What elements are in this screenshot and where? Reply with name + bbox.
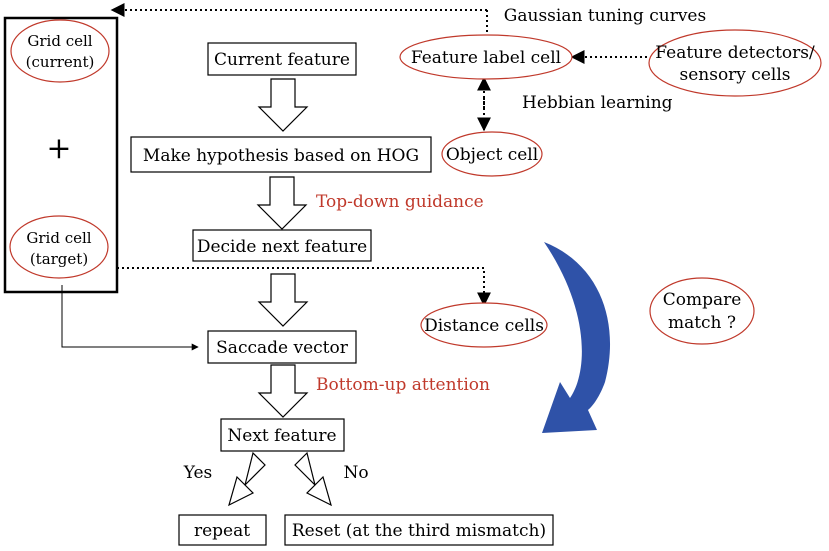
plus-sign: + <box>46 131 71 166</box>
target-to-saccade-arrow <box>61 285 199 351</box>
grid-cell-target <box>9 215 109 279</box>
reset-box <box>284 514 554 546</box>
saccade-vector-box <box>207 330 357 364</box>
gaussian-tuning-label: Gaussian tuning curves <box>504 6 706 26</box>
feature-detectors-line1: Feature detectors/ <box>655 43 815 63</box>
grid-cell-panel <box>3 16 119 294</box>
hebbian-learning-label: Hebbian learning <box>522 93 673 113</box>
target-to-distance-arrow <box>117 267 491 307</box>
repeat-label: repeat <box>194 521 250 541</box>
reset-label: Reset (at the third mismatch) <box>292 521 546 541</box>
feature-label-cell <box>399 34 573 80</box>
hypothesis-box <box>130 136 432 173</box>
decide-next-feature-label: Decide next feature <box>197 237 367 257</box>
grid-target-line2: (target) <box>30 250 88 268</box>
saccade-vector-label: Saccade vector <box>216 338 349 358</box>
grid-current-line1: Grid cell <box>27 32 92 50</box>
no-label: No <box>343 463 368 483</box>
compare-loop-arrow <box>542 242 611 433</box>
no-arrow <box>294 451 332 507</box>
yes-arrow <box>228 451 266 507</box>
hypothesis-label: Make hypothesis based on HOG <box>143 146 419 166</box>
distance-cells-label: Distance cells <box>424 316 544 336</box>
distance-cells <box>420 302 548 348</box>
down-arrow-2 <box>256 176 308 230</box>
compare-line1: Compare <box>663 290 742 310</box>
repeat-box <box>178 514 267 546</box>
feature-detectors-line2: sensory cells <box>679 65 790 85</box>
compare-line2: match ? <box>668 313 736 333</box>
top-down-guidance-label: Top-down guidance <box>316 192 484 212</box>
decide-next-feature-box <box>192 229 372 262</box>
down-arrow-3 <box>257 273 309 327</box>
grid-target-line1: Grid cell <box>26 229 91 247</box>
next-feature-box <box>220 418 345 452</box>
object-cell <box>441 131 543 177</box>
yes-label: Yes <box>183 463 213 483</box>
compare-match-cell <box>649 277 755 345</box>
feature-detectors-cell <box>648 29 822 97</box>
feature-label-cell-label: Feature label cell <box>411 48 561 68</box>
grid-current-line2: (current) <box>26 53 95 71</box>
grid-cell-current <box>10 19 110 83</box>
next-feature-label: Next feature <box>227 426 336 446</box>
bottom-up-attention-label: Bottom-up attention <box>316 375 490 395</box>
down-arrow-4 <box>257 364 309 418</box>
current-feature-box <box>207 42 357 76</box>
object-cell-label: Object cell <box>446 145 538 165</box>
current-feature-label: Current feature <box>214 50 350 70</box>
down-arrow-1 <box>257 78 309 132</box>
